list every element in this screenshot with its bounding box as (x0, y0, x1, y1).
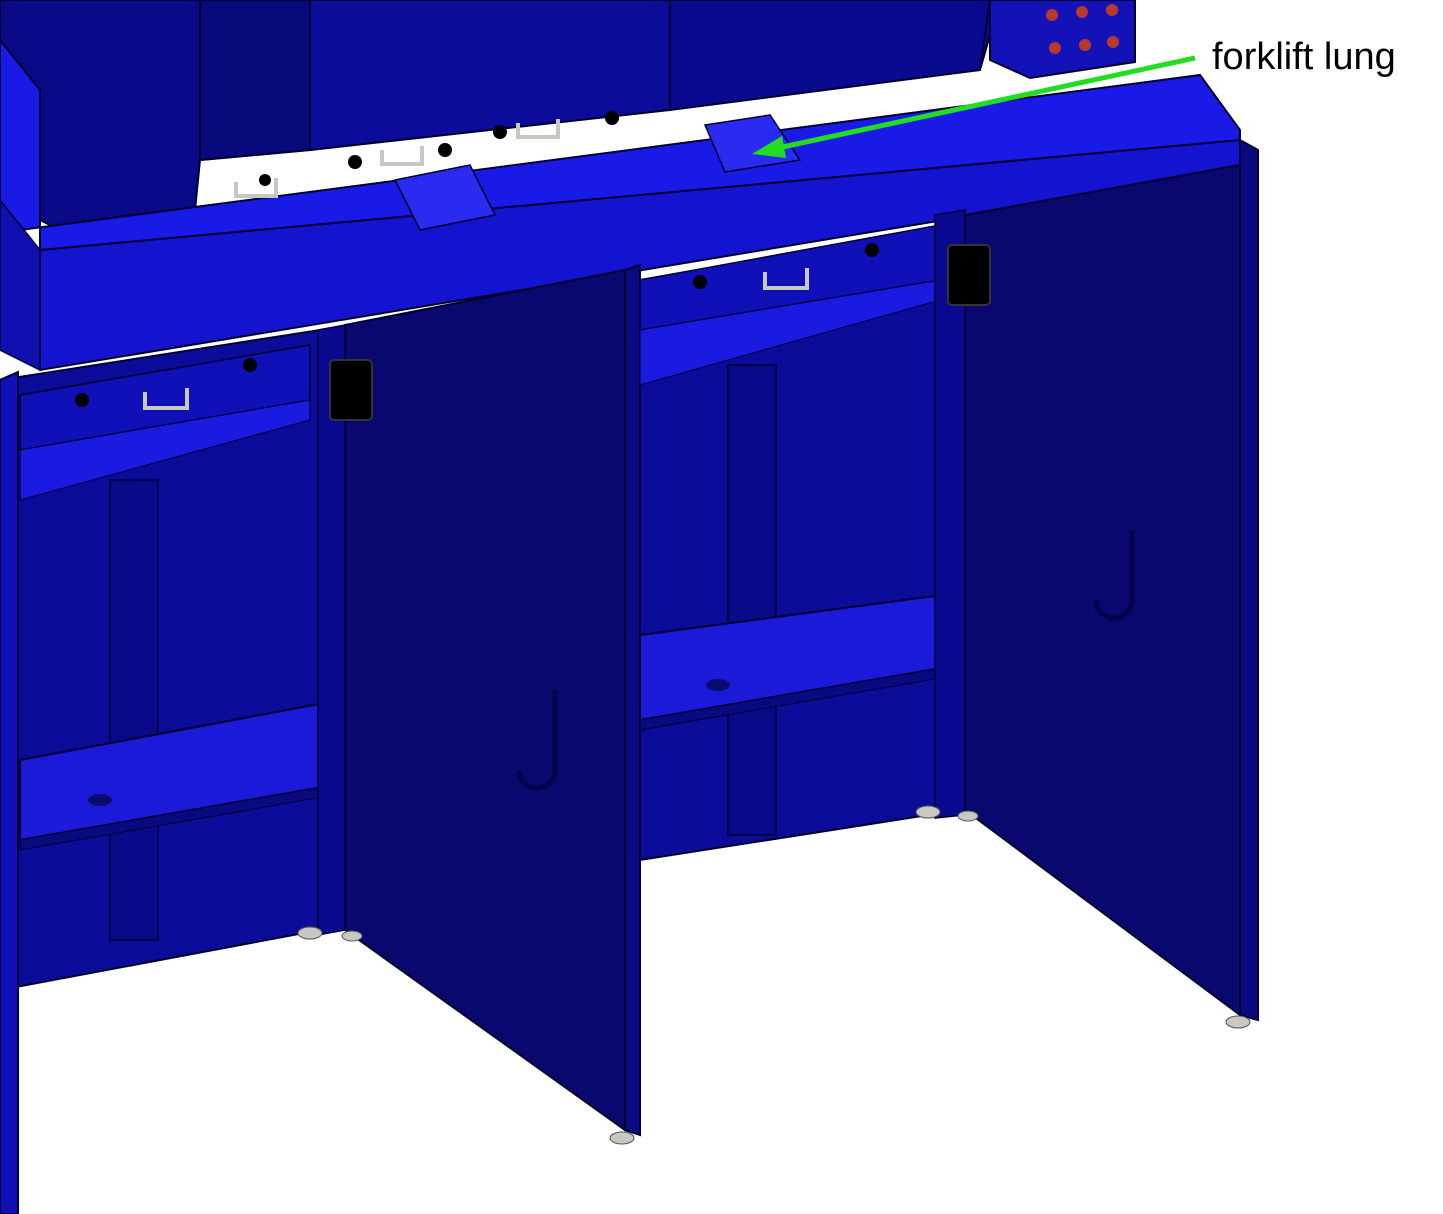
left-divider-panel (297, 263, 641, 1145)
u-handle-icon (143, 388, 189, 410)
connector-panel-icon (989, 0, 1136, 80)
latch-icon (329, 359, 373, 421)
right-bay (639, 223, 1048, 862)
u-handle-icon (763, 268, 809, 290)
fork-pocket-right (703, 114, 802, 173)
left-bay (0, 328, 423, 1214)
callout-arrow (752, 55, 1196, 158)
callout-label: forklift lung (1212, 36, 1396, 78)
fork-pocket-left (393, 164, 497, 231)
leveling-foot-icon (297, 926, 635, 1145)
right-divider-panel (915, 138, 1259, 1029)
upper-cabinets (0, 0, 1136, 232)
u-handle-icon (234, 119, 560, 198)
leveling-foot-icon (915, 805, 1251, 1029)
latch-icon (947, 244, 991, 306)
